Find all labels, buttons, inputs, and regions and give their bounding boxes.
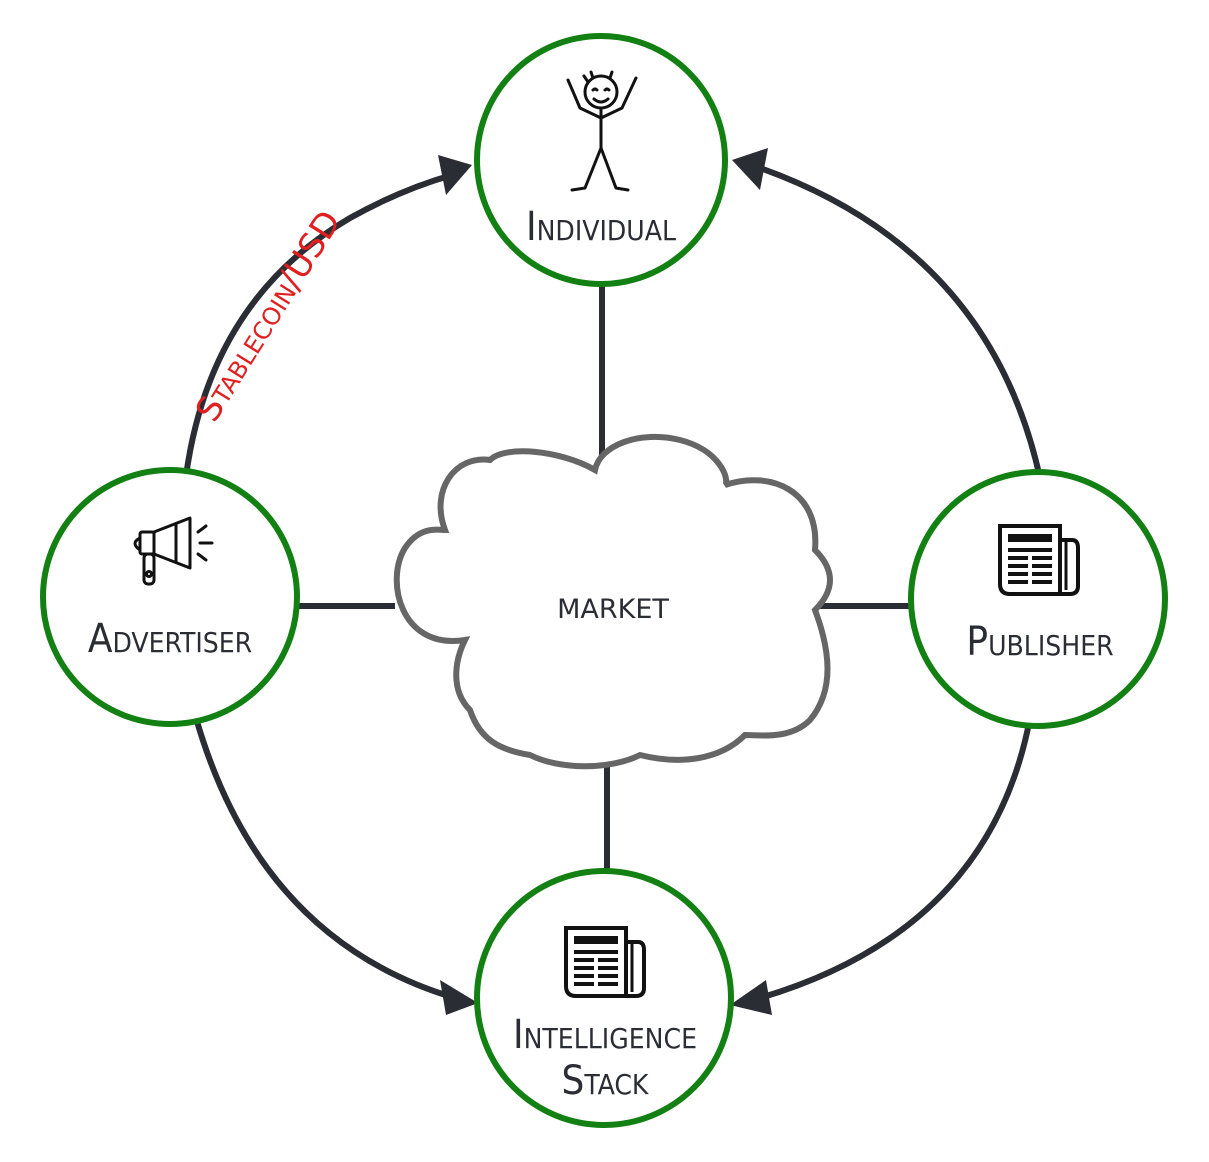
node-publisher: Publisher xyxy=(908,469,1168,729)
individual-label: Individual xyxy=(526,204,676,250)
market-label: market xyxy=(557,583,669,627)
market-cloud xyxy=(393,433,833,770)
newspaper-icon xyxy=(998,524,1080,596)
arc-advertiser-to-intelligence xyxy=(193,717,456,1001)
node-intelligence-stack: Intelligence Stack xyxy=(474,868,734,1128)
publisher-label: Publisher xyxy=(966,619,1113,665)
advertiser-label: Advertiser xyxy=(88,616,252,662)
arrowhead-individual-left xyxy=(438,155,472,195)
newspaper-icon xyxy=(564,926,646,998)
stick-figure-icon xyxy=(566,70,638,192)
megaphone-icon xyxy=(133,516,214,586)
intelligence-label-line2: Stack xyxy=(562,1058,650,1104)
arrowhead-individual-right xyxy=(732,148,768,190)
edge-label-stablecoin: Stablecoin/USD xyxy=(188,204,349,429)
node-advertiser: Advertiser xyxy=(40,467,300,727)
arc-advertiser-to-individual xyxy=(183,172,453,477)
arrowhead-intelligence-left xyxy=(440,980,478,1015)
node-individual: Individual xyxy=(474,33,728,287)
arc-publisher-to-intelligence xyxy=(759,717,1033,1001)
arrowhead-intelligence-right xyxy=(730,980,772,1015)
arc-publisher-to-individual xyxy=(758,165,1043,479)
intelligence-label-line1: Intelligence xyxy=(513,1012,697,1058)
